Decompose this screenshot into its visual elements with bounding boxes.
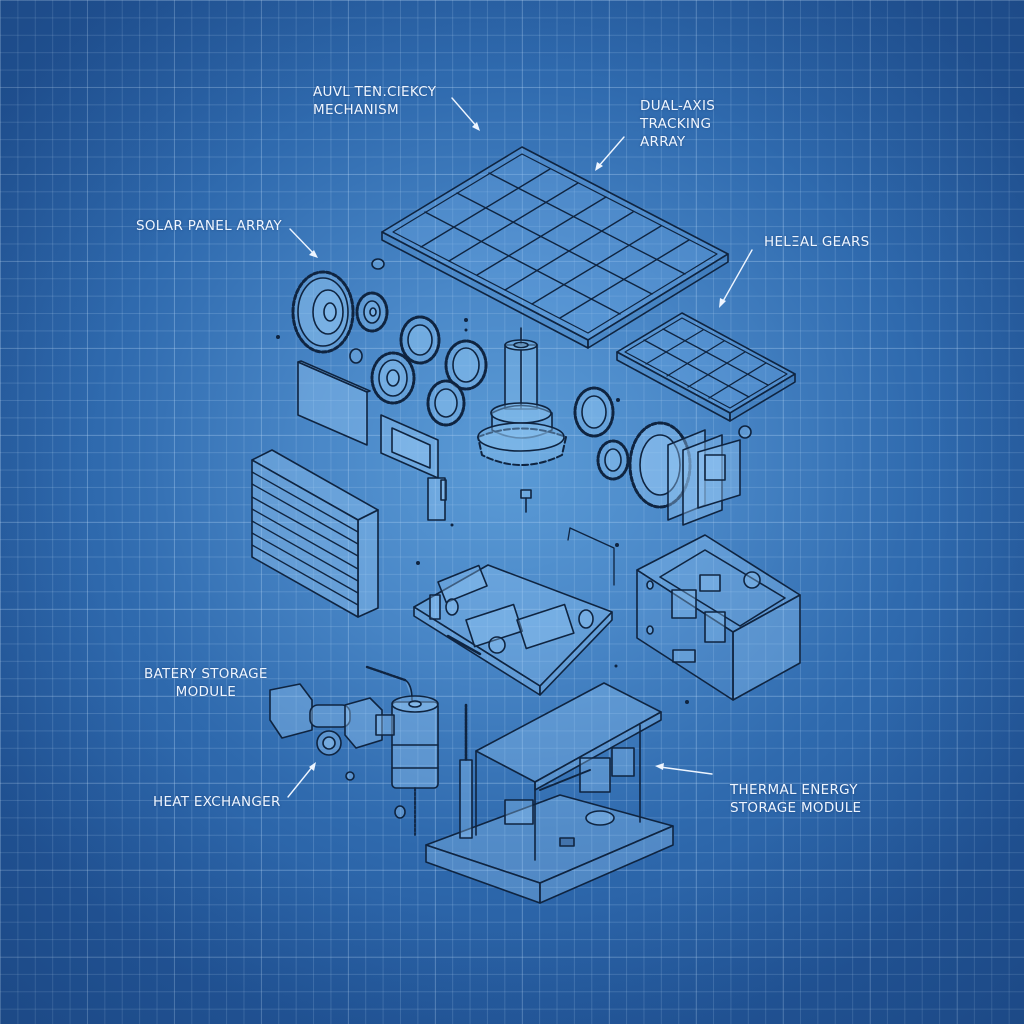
label-line: MECHANISM (313, 102, 399, 118)
label-line: STORAGE MODULE (730, 800, 862, 816)
motor-bracket-assembly (628, 421, 741, 526)
gear-cluster (291, 258, 752, 481)
callout-arrows (287, 97, 753, 798)
label-thermal-energy-storage-module: THERMAL ENERGY STORAGE MODULE (730, 781, 861, 817)
label-line: MODULE (175, 684, 237, 700)
label-helical-gears: HELΞAL GEARS (764, 233, 870, 251)
mounting-wire (567, 527, 615, 586)
control-pcb (413, 564, 613, 696)
label-heat-exchanger: HEAT EXCHANGER (153, 793, 281, 811)
large-solar-panel (381, 146, 729, 349)
central-shaft-assembly (477, 327, 567, 513)
mounting-plates (297, 360, 447, 521)
label-line: HEAT EXCHANGER (153, 794, 281, 810)
enclosure-with-electronics (636, 534, 801, 701)
label-line: DUAL-AXIS (640, 98, 716, 114)
loose-fasteners (276, 318, 689, 704)
label-line: BATERY STORAGE (144, 666, 268, 682)
label-dual-axis-tracking-array: DUAL-AXIS TRACKING ARRAY (640, 97, 715, 151)
label-axial-tendency-mechanism: AUVL TEN.CIEKCY MECHANISM (313, 83, 436, 119)
label-battery-storage-module: BATERY STORAGE MODULE (144, 665, 268, 701)
label-line: AUVL TEN.CIEKCY (313, 84, 437, 100)
label-line: TRACKING (640, 116, 712, 132)
label-line: HELΞAL GEARS (764, 234, 870, 250)
label-line: THERMAL ENERGY (730, 782, 858, 798)
label-solar-panel-array: SOLAR PANEL ARRAY (136, 217, 282, 235)
label-line: ARRAY (640, 134, 686, 150)
small-solar-panel (616, 312, 796, 422)
thermal-storage-frame (425, 682, 674, 904)
finned-battery-pack (251, 449, 379, 618)
heat-exchanger-pipe-assembly (269, 665, 439, 836)
label-line: SOLAR PANEL ARRAY (136, 218, 282, 234)
